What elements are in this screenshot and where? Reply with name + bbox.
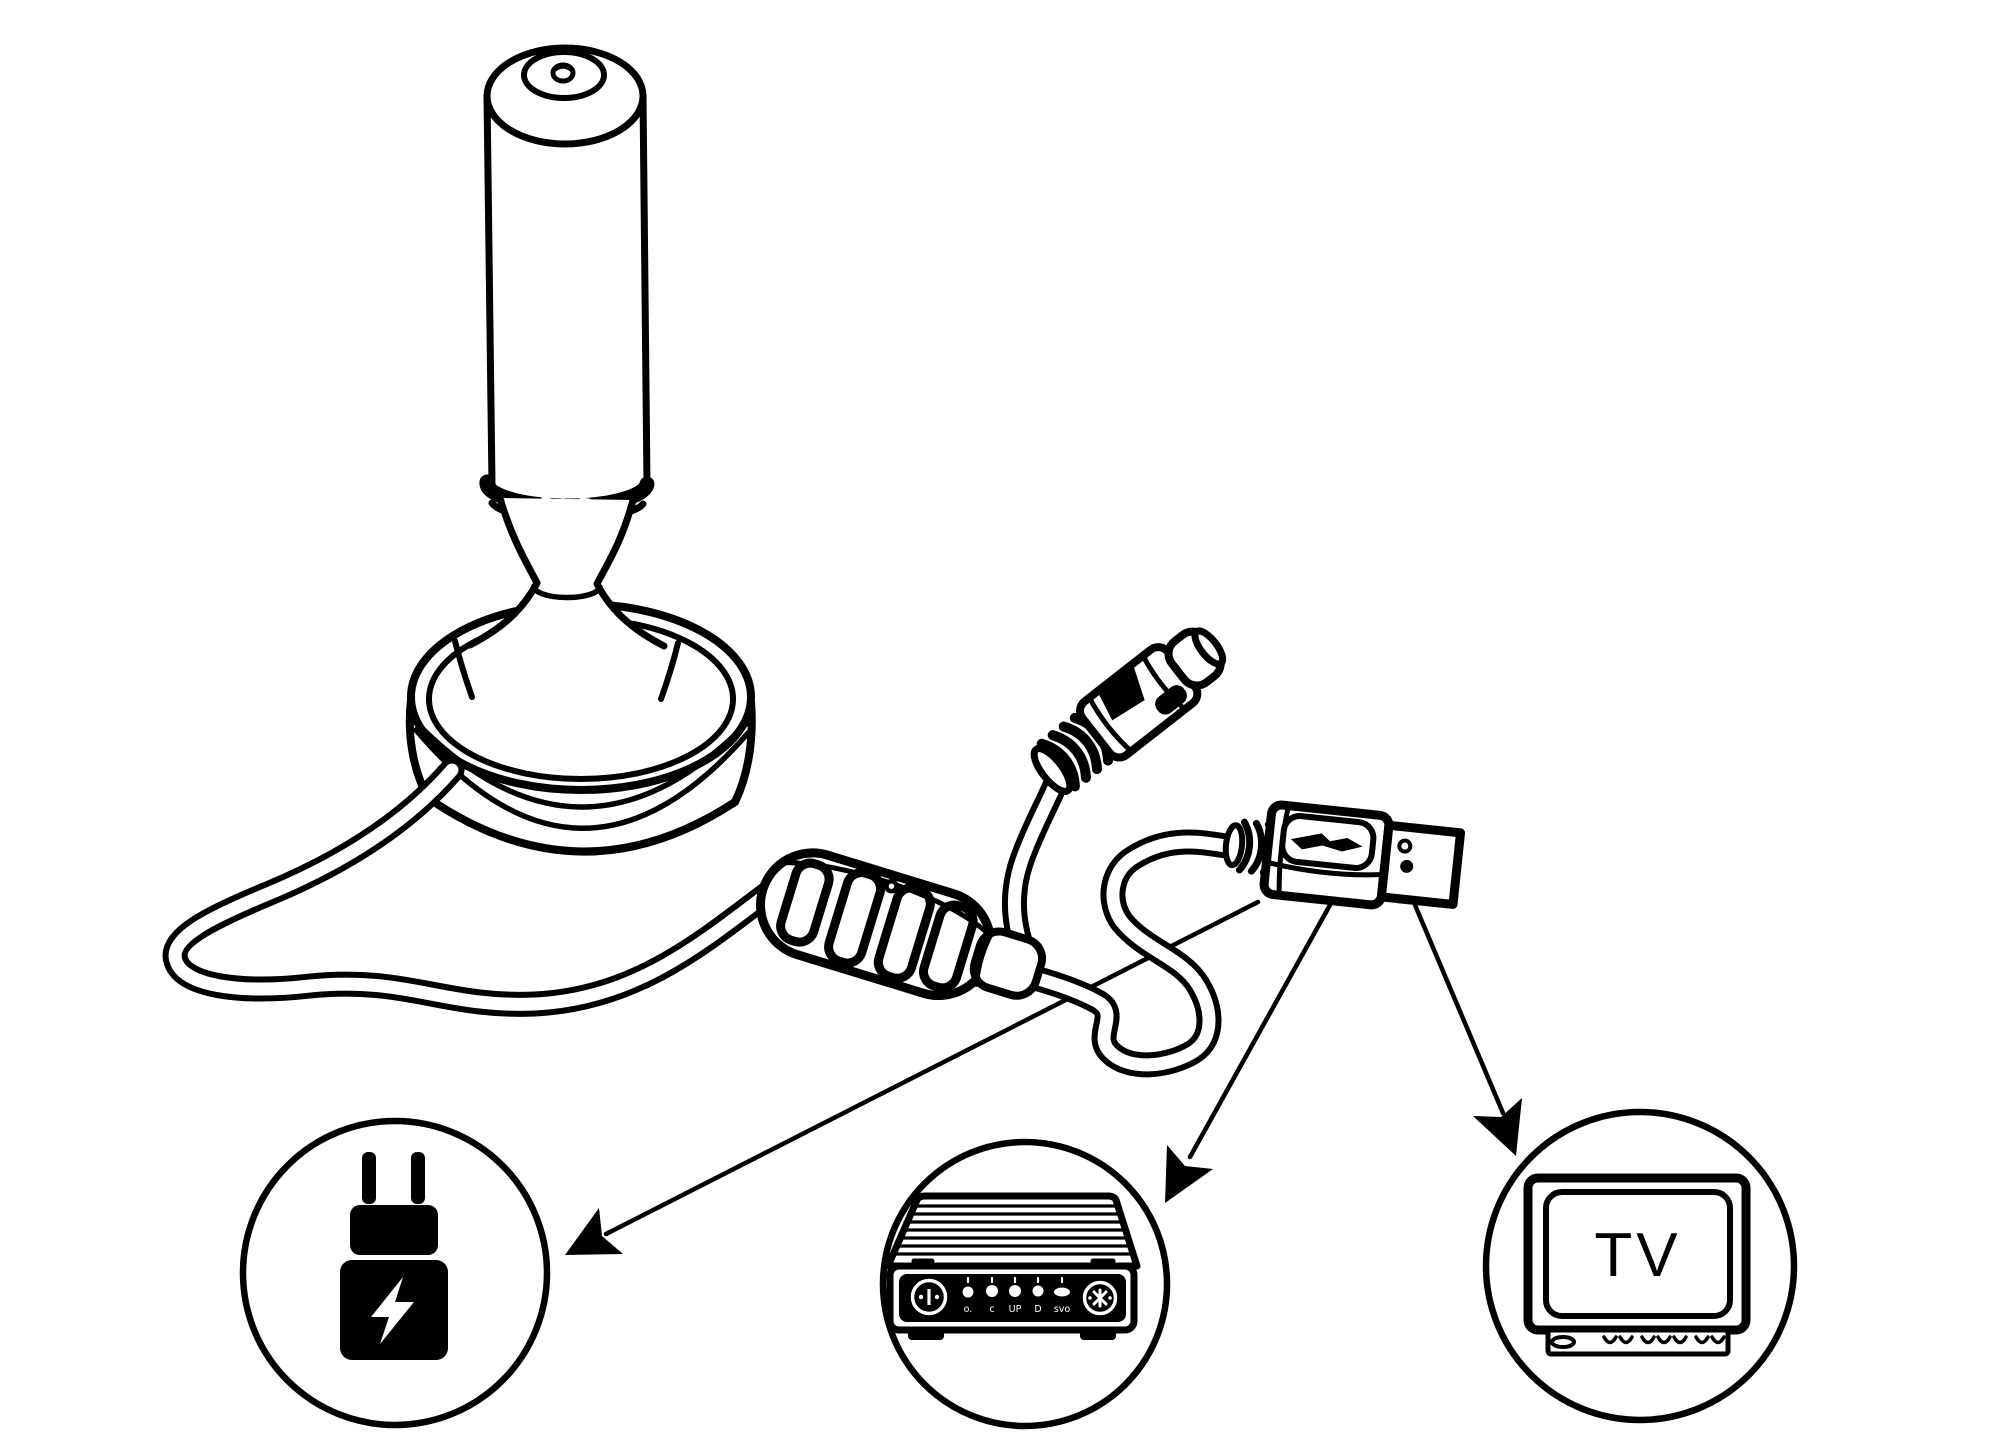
coax-collar-seam [1086,695,1134,754]
tuning-knob-dot-left [1088,1296,1092,1300]
target-circles: o. c UP D svo TV [239,1108,1798,1430]
arrow-to-tv [1412,902,1522,1156]
panel-label-1: o. [964,1304,973,1315]
power-knob-icon [910,1278,948,1316]
arrowhead-3 [1473,1098,1522,1156]
plug-prong-left [362,1152,376,1204]
power-adapter-icon [340,1152,448,1360]
antenna-unit [405,44,756,856]
coax-cable-end [1030,745,1074,795]
coax-tip-seam [1140,653,1188,712]
cable-base-to-amplifier [162,757,783,1017]
amplifier-vent-hole [884,878,899,894]
power-knob-dot-left [918,1294,924,1300]
rod-right-edge [639,92,651,489]
amplifier-boot-seam [973,928,996,987]
usb-body-edge [1267,860,1383,878]
receiver-foot-left [908,1330,944,1340]
tv-icon: TV [1523,1173,1751,1357]
receiver-icon: o. c UP D svo [884,1192,1141,1340]
rod-top-inner-ring [521,49,607,101]
arrow-line-3 [1412,902,1506,1116]
plug-head [350,1205,438,1255]
antenna-rod [479,44,655,524]
neck-flare-right-tick [658,640,681,702]
usb-plug [1222,800,1466,910]
receiver-front-panel [899,1274,1126,1322]
coax-dark-patch-bottom [1155,685,1187,715]
base-wall-right [731,698,756,806]
usb-tip-hole-top [1397,838,1413,854]
usb-metal-tip [1376,820,1466,909]
tuning-knob-dot-right [1108,1296,1112,1300]
usb-logo-icon [1290,833,1363,852]
coax-tip-face [1191,627,1227,668]
neck-flare-left-tick [452,638,475,700]
amplifier-ribs [776,858,978,993]
tv-base-vent-marks [1602,1335,1726,1345]
rod-top-nub-arc [553,65,573,72]
arrow-line-2 [1187,902,1333,1160]
tv-base [1545,1327,1731,1357]
tv-base-button [1550,1335,1576,1349]
inline-amplifier [756,848,1046,1001]
neck-collar-arc [531,583,603,601]
usb-cable-end [1222,822,1246,869]
panel-label-4: D [1034,1304,1041,1315]
lightning-bolt-icon [371,1277,414,1344]
panel-indicators [962,1285,1070,1298]
coax-plug [1030,627,1227,795]
arrowhead-2 [1165,1145,1213,1203]
amplifier-capsule [756,848,996,1001]
cables [162,757,1249,1078]
receiver-foot-right [1080,1330,1116,1340]
tuning-knob-star [1092,1288,1108,1308]
cable-to-usb-plug [1022,829,1249,1078]
tuning-knob-icon [1082,1280,1118,1316]
tv-screen-label: TV [1594,1221,1681,1290]
neck-right-outline [593,496,668,650]
neck-fill [470,498,664,646]
tv-screen [1543,1189,1733,1319]
usb-tip-hole-bottom [1400,859,1414,873]
arrowhead-1 [565,1208,623,1255]
arrow-to-receiver [1165,902,1333,1203]
base-bottom-edge [424,794,739,856]
panel-label-2: c [989,1304,994,1315]
magnetic-base [405,600,756,856]
antenna-neck [452,494,681,702]
neck-left-outline [466,494,541,649]
coax-dark-patch-top [1097,666,1145,721]
amplifier-boot [969,927,1046,1000]
panel-ticks [966,1276,1064,1284]
rod-left-edge [483,92,496,489]
panel-label-3: UP [1009,1304,1022,1315]
receiver-vents [894,1204,1132,1256]
panel-label-5: svo [1054,1304,1071,1315]
panel-labels: o. c UP D svo [964,1304,1071,1315]
plug-prong-right [411,1152,425,1204]
power-knob-dot-right [934,1294,940,1300]
